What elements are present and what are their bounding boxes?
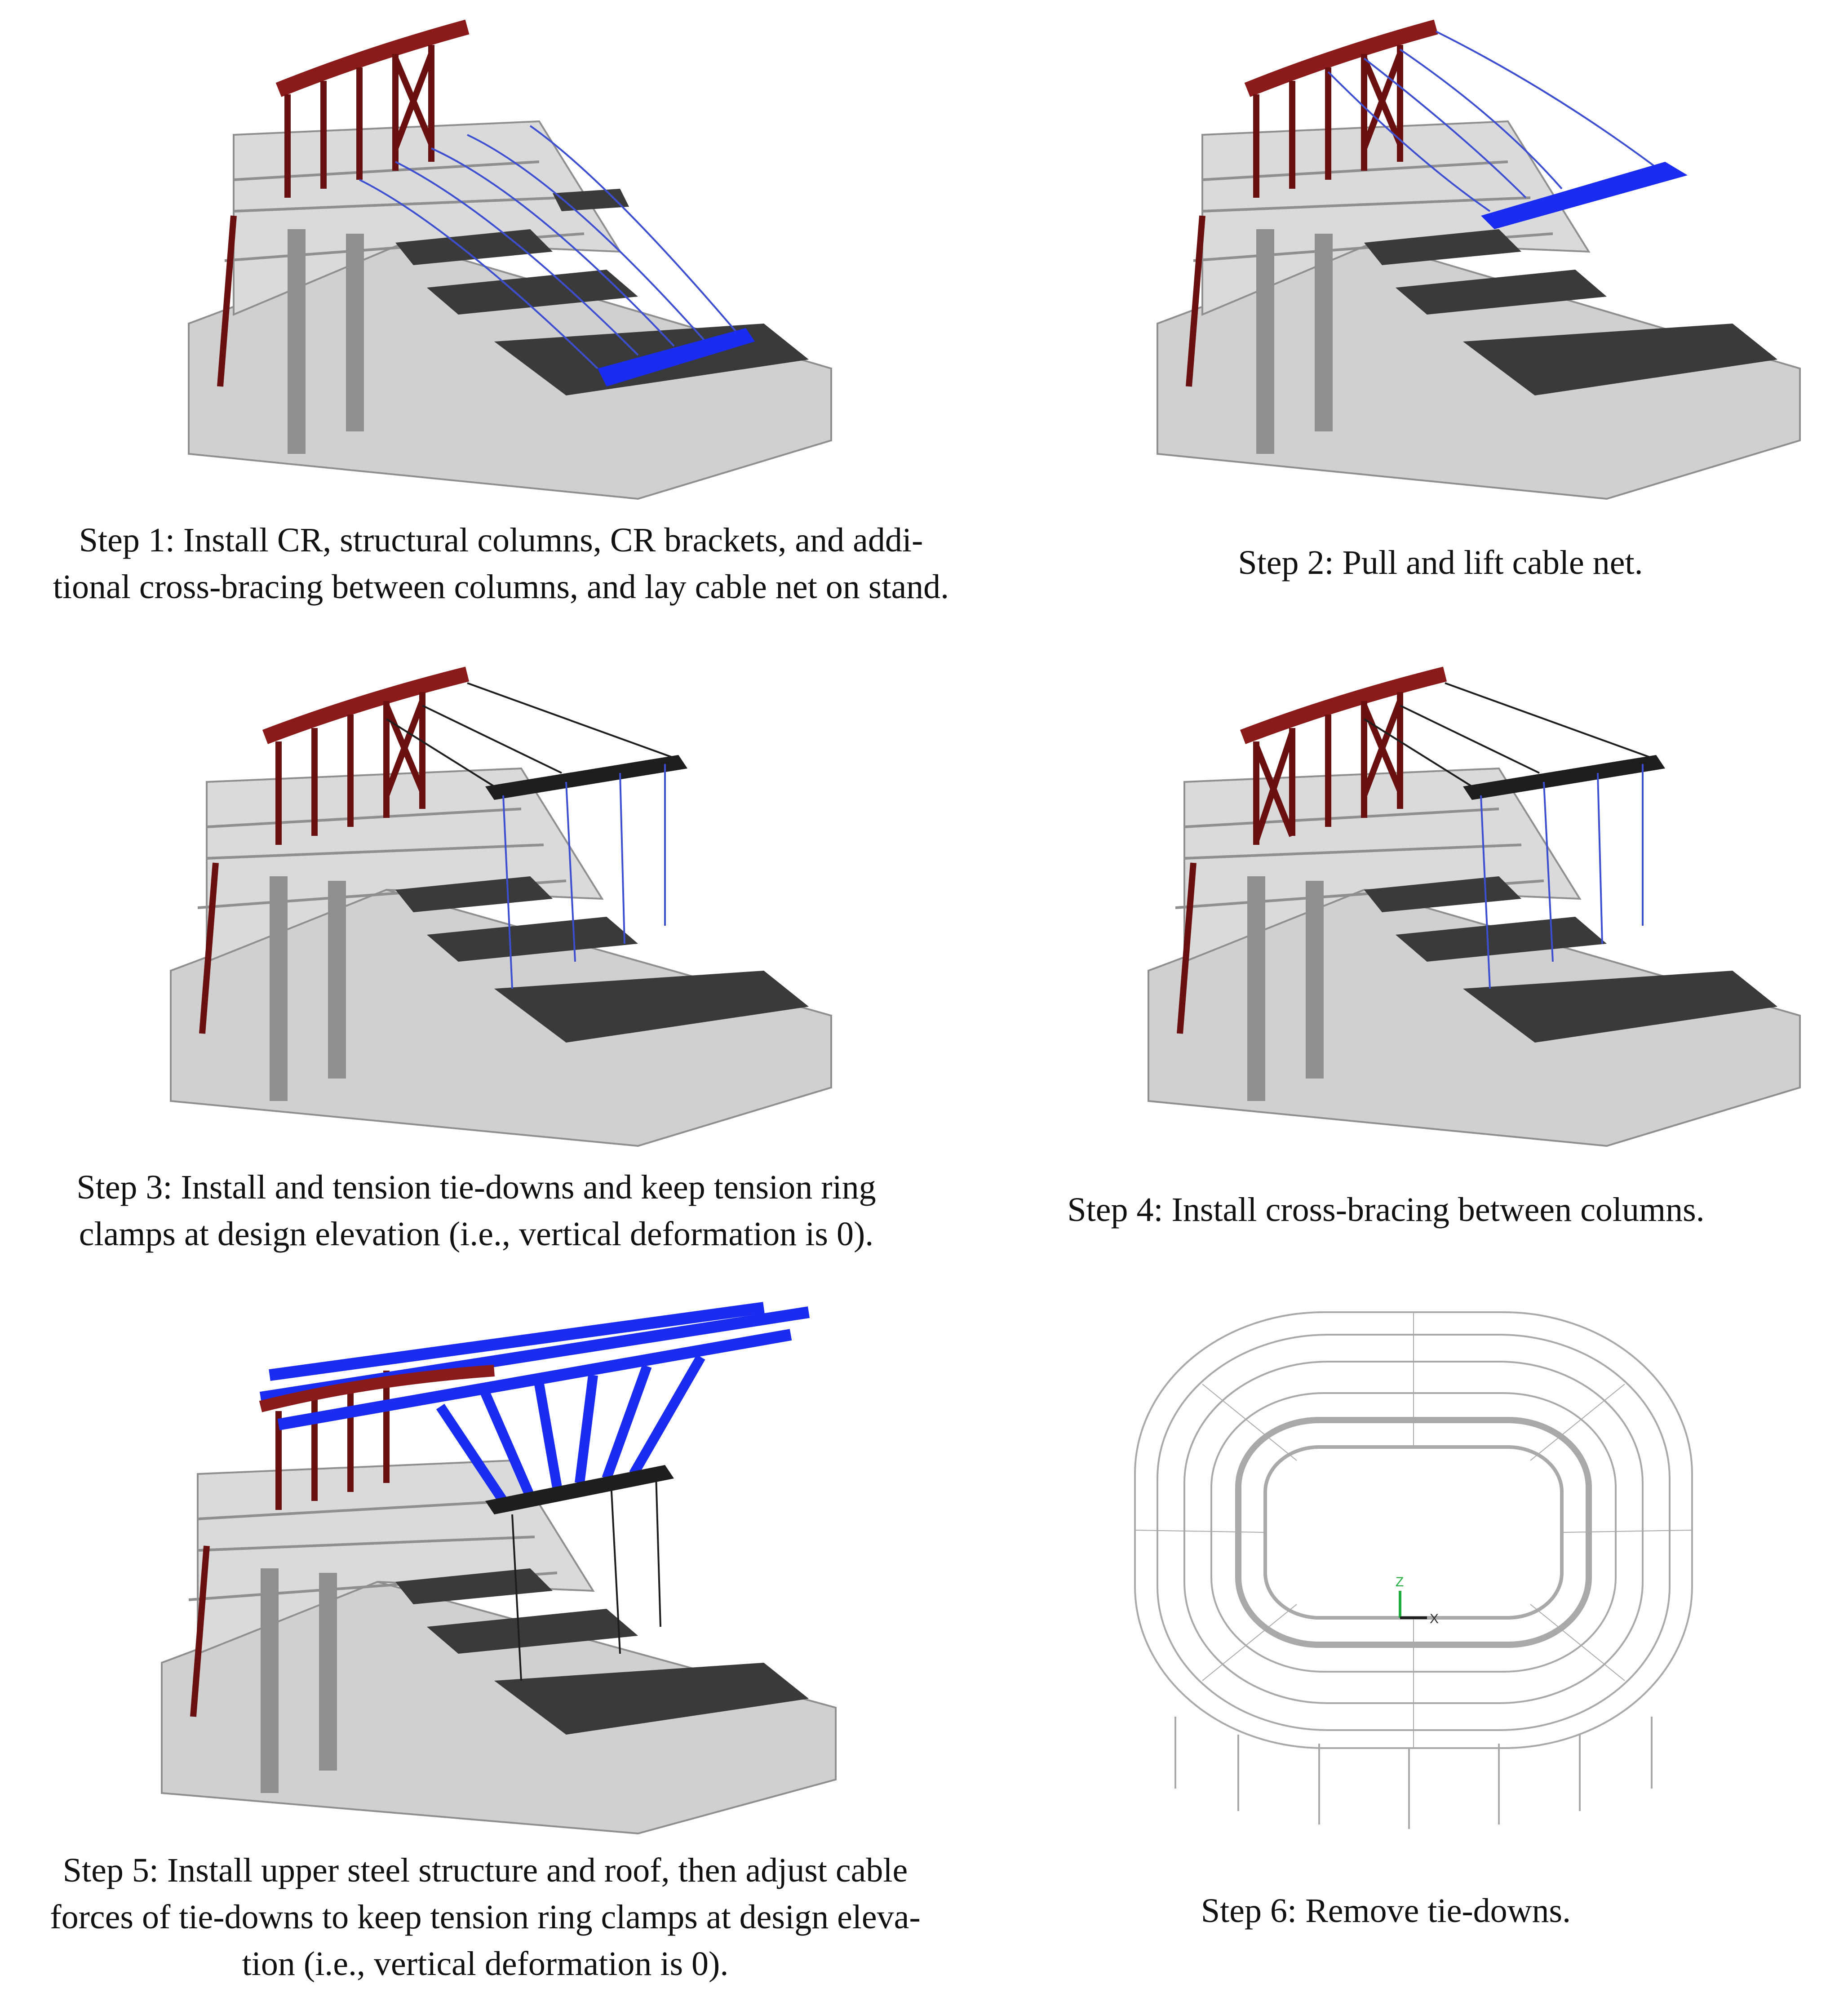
- step-1-caption-line-2: tional cross-bracing between columns, an…: [53, 568, 949, 606]
- step-2-caption-line-1: Step 2: Pull and lift cable net.: [1238, 544, 1643, 582]
- step-3-caption-line-2: clamps at design elevation (i.e., vertic…: [79, 1215, 874, 1253]
- step-2-panel: Step 2: Pull and lift cable net.: [924, 0, 1848, 629]
- step-4-model-illustration: [1148, 666, 1801, 1147]
- step-6-caption-line-1: Step 6: Remove tie-downs.: [1201, 1892, 1571, 1930]
- step-5-model-illustration: [161, 1302, 837, 1835]
- step-2-model-illustration: [1157, 19, 1801, 500]
- axis-triad: Z X: [1396, 1575, 1439, 1626]
- step-1-panel: Step 1: Install CR, structural columns, …: [0, 0, 949, 629]
- step-4-caption-line-1: Step 4: Install cross-bracing between co…: [1067, 1191, 1705, 1229]
- step-2-caption: Step 2: Pull and lift cable net.: [1059, 539, 1822, 586]
- step-6-caption: Step 6: Remove tie-downs.: [924, 1887, 1848, 1934]
- axis-x-label: X: [1430, 1611, 1439, 1626]
- step-5-caption: Step 5: Install upper steel structure an…: [0, 1847, 971, 1987]
- step-5-panel: Step 5: Install upper steel structure an…: [0, 1294, 924, 2002]
- step-1-caption-line-1: Step 1: Install CR, structural columns, …: [79, 521, 923, 559]
- axis-z-label: Z: [1396, 1575, 1404, 1589]
- step-3-model-illustration: [170, 666, 832, 1147]
- step-3-caption-line-1: Step 3: Install and tension tie-downs an…: [76, 1168, 876, 1206]
- step-5-caption-line-3: tion (i.e., vertical deformation is 0).: [242, 1945, 729, 1983]
- step-1-caption: Step 1: Install CR, structural columns, …: [0, 517, 1002, 610]
- step-5-caption-line-2: forces of tie-downs to keep tension ring…: [50, 1898, 921, 1936]
- step-1-model-illustration: [188, 19, 832, 500]
- step-5-caption-line-1: Step 5: Install upper steel structure an…: [62, 1851, 908, 1889]
- step-6-panel: Z X Step 6: Remove tie-downs.: [924, 1294, 1848, 2002]
- step-3-panel: Step 3: Install and tension tie-downs an…: [0, 647, 924, 1276]
- step-4-caption: Step 4: Install cross-bracing between co…: [924, 1186, 1848, 1233]
- step-6-wireframe-model: Z X: [1134, 1311, 1693, 1829]
- step-3-caption: Step 3: Install and tension tie-downs an…: [0, 1164, 953, 1257]
- step-4-panel: Step 4: Install cross-bracing between co…: [924, 647, 1848, 1276]
